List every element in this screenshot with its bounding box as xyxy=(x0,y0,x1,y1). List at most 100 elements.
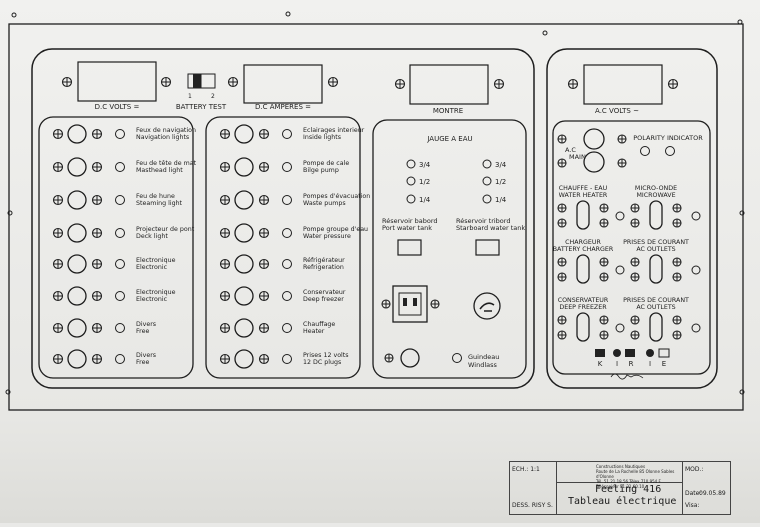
port-level-led-2 xyxy=(406,176,416,186)
dc-right-breaker-3[interactable] xyxy=(234,190,254,210)
battery-test-switch[interactable] xyxy=(187,73,216,89)
starboard-level-label-2: 1/2 xyxy=(495,178,506,186)
ac-main-breaker-2[interactable] xyxy=(583,151,605,173)
ac-breaker-3[interactable] xyxy=(576,254,590,284)
ac-breaker-5[interactable] xyxy=(576,312,590,342)
dc-amperes-label: D.C AMPERES = xyxy=(255,103,311,111)
ac-breaker-led-2 xyxy=(691,211,701,221)
screw-icon xyxy=(91,290,103,302)
dc-left-label-fr-5: Electronique xyxy=(136,257,176,264)
dc-right-label-fr-1: Eclairages interieur xyxy=(303,127,365,134)
port-level-label-1: 3/4 xyxy=(419,161,431,169)
dc-right-indicator-led-5 xyxy=(282,259,292,269)
screw-icon xyxy=(672,257,682,267)
dc-right-breaker-7[interactable] xyxy=(234,318,254,338)
dc-left-indicator-led-5 xyxy=(115,259,125,269)
svg-text:I: I xyxy=(649,360,651,368)
screw-icon xyxy=(599,218,609,228)
screw-icon xyxy=(52,161,64,173)
screw-icon xyxy=(672,203,682,213)
meter-screw-icon xyxy=(327,76,339,88)
sheet-hole-icon xyxy=(737,19,743,25)
dc-left-breaker-8[interactable] xyxy=(67,349,87,369)
dc-right-label-fr-4: Pompe groupe d'eau xyxy=(303,226,368,233)
starboard-level-led-3 xyxy=(482,194,492,204)
dc-right-label-fr-7: Chauffage xyxy=(303,321,335,328)
dc-left-label-en-3: Steaming light xyxy=(136,200,183,207)
dc-right-breaker-4[interactable] xyxy=(234,223,254,243)
ac-breaker-6[interactable] xyxy=(649,312,663,342)
sheet-hole-icon xyxy=(739,210,745,216)
polarity-indicator-label: POLARITY INDICATOR xyxy=(633,134,703,142)
dc-right-label-fr-2: Pompe de cale xyxy=(303,160,349,167)
dc-left-breaker-7[interactable] xyxy=(67,318,87,338)
screw-icon xyxy=(219,161,231,173)
ac-main-breaker-1[interactable] xyxy=(583,128,605,150)
dc-left-indicator-led-1 xyxy=(115,129,125,139)
meter-screw-icon xyxy=(394,78,406,90)
dc-right-label-en-1: Inside lights xyxy=(303,134,341,141)
screw-icon xyxy=(219,194,231,206)
screw-icon xyxy=(219,322,231,334)
starboard-level-label-3: 1/4 xyxy=(495,196,507,204)
dc-right-breaker-5[interactable] xyxy=(234,254,254,274)
dc-amperes-meter xyxy=(243,64,323,104)
dc-right-label-en-3: Waste pumps xyxy=(303,200,346,207)
dc-right-label-fr-5: Réfrigérateur xyxy=(303,256,345,264)
sheet-hole-icon xyxy=(7,210,13,216)
svg-text:K: K xyxy=(598,360,603,368)
dc-left-breaker-2[interactable] xyxy=(67,157,87,177)
dc-right-indicator-led-8 xyxy=(282,354,292,364)
svg-text:I: I xyxy=(616,360,618,368)
dc-right-breaker-2[interactable] xyxy=(234,157,254,177)
dc-left-breaker-6[interactable] xyxy=(67,286,87,306)
ac-breaker-label-en-2: MICROWAVE xyxy=(636,192,675,199)
screw-icon xyxy=(557,158,567,168)
date-label: Date: xyxy=(685,490,702,497)
port-level-led-3 xyxy=(406,194,416,204)
dc-right-label-en-2: Bilge pump xyxy=(303,167,339,174)
starboard-tank-label-fr: Réservoir tribord xyxy=(456,217,510,225)
dc-left-indicator-led-4 xyxy=(115,228,125,238)
screw-icon xyxy=(599,203,609,213)
svg-text:R: R xyxy=(629,360,634,368)
ac-breaker-led-5 xyxy=(615,323,625,333)
dc-right-label-fr-3: Pompes d'évacuation xyxy=(303,192,370,200)
screw-icon xyxy=(599,257,609,267)
dc-left-breaker-4[interactable] xyxy=(67,223,87,243)
ac-socket-icon xyxy=(392,285,428,323)
dc-right-breaker-6[interactable] xyxy=(234,286,254,306)
screw-icon xyxy=(630,330,640,340)
signature xyxy=(610,373,644,380)
company-info: Constructions Nautiques Route de La Roch… xyxy=(596,464,675,489)
port-tank-label-en: Port water tank xyxy=(382,224,432,232)
drawn-by-label: DESS. RISY S. xyxy=(512,502,553,509)
dc-right-breaker-1[interactable] xyxy=(234,124,254,144)
title-block: ECH.: 1:1 DESS. RISY S. Constructions Na… xyxy=(509,461,731,515)
dc-left-breaker-3[interactable] xyxy=(67,190,87,210)
ac-breaker-label-fr-6: PRISES DE COURANT xyxy=(623,297,689,304)
windlass-breaker[interactable] xyxy=(400,348,420,368)
ac-breaker-4[interactable] xyxy=(649,254,663,284)
ac-volts-label: A.C VOLTS ~ xyxy=(595,107,639,115)
circuits-box-1 xyxy=(38,116,194,379)
screw-icon xyxy=(258,353,270,365)
ac-breaker-label-fr-2: MICRO-ONDE xyxy=(635,185,677,192)
dc-volts-label: D.C VOLTS = xyxy=(95,103,140,111)
screw-icon xyxy=(384,353,394,363)
sheet-hole-icon xyxy=(542,30,548,36)
approved-label: Visa: xyxy=(685,502,700,509)
dc-left-label-en-2: Masthead light xyxy=(136,167,183,174)
dc-left-indicator-led-8 xyxy=(115,354,125,364)
dc-right-breaker-8[interactable] xyxy=(234,349,254,369)
ac-breaker-label-en-5: DEEP FREEZER xyxy=(559,304,607,311)
meter-screw-icon xyxy=(61,76,73,88)
screw-icon xyxy=(630,272,640,282)
ac-breaker-1[interactable] xyxy=(576,200,590,230)
ac-breaker-2[interactable] xyxy=(649,200,663,230)
dc-left-breaker-5[interactable] xyxy=(67,254,87,274)
svg-text:E: E xyxy=(662,360,666,368)
screw-icon xyxy=(630,257,640,267)
screw-icon xyxy=(91,128,103,140)
dc-left-breaker-1[interactable] xyxy=(67,124,87,144)
